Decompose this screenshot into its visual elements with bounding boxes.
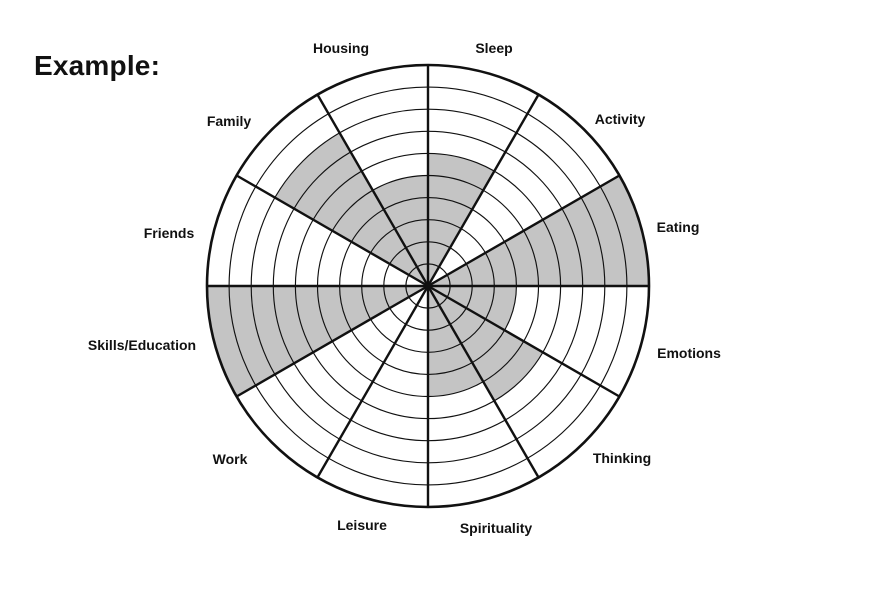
score-fill-eating — [428, 175, 649, 286]
segment-divider — [426, 285, 540, 478]
segment-labels: SleepActivityEatingEmotionsThinkingSpiri… — [88, 40, 721, 536]
segment-divider — [236, 284, 429, 398]
label-emotions: Emotions — [657, 345, 721, 361]
label-leisure: Leisure — [337, 517, 387, 533]
page-title: Example: — [34, 50, 161, 81]
score-fill-thinking — [428, 286, 543, 401]
label-family: Family — [207, 113, 252, 129]
label-housing: Housing — [313, 40, 369, 56]
label-eating: Eating — [657, 219, 700, 235]
segment-divider — [427, 174, 620, 288]
label-skills-education: Skills/Education — [88, 337, 196, 353]
label-friends: Friends — [144, 225, 195, 241]
score-fill-sleep — [428, 153, 495, 286]
label-spirituality: Spirituality — [460, 520, 533, 536]
score-fills — [207, 132, 649, 401]
label-work: Work — [213, 451, 248, 467]
segment-dividers — [207, 65, 649, 507]
label-sleep: Sleep — [475, 40, 512, 56]
score-fill-emotions — [428, 286, 517, 331]
segment-divider — [316, 94, 430, 287]
score-fill-skills-education — [207, 286, 428, 397]
score-fill-housing — [372, 175, 428, 286]
score-fill-spirituality — [428, 286, 484, 397]
segment-divider — [427, 284, 620, 398]
center-point — [425, 283, 431, 289]
segment-divider — [236, 174, 429, 288]
score-fill-family — [274, 132, 428, 286]
segment-divider — [426, 94, 540, 287]
segment-divider — [316, 285, 430, 478]
label-thinking: Thinking — [593, 450, 651, 466]
label-activity: Activity — [595, 111, 646, 127]
